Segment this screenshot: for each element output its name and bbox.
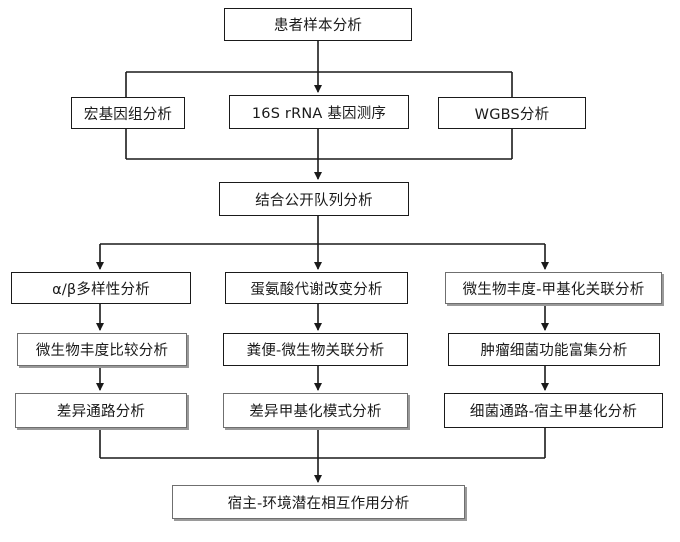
node-public-cohort-analysis: 结合公开队列分析 [219, 182, 409, 216]
node-metagenomic-analysis: 宏基因组分析 [71, 97, 185, 129]
node-bacterial-pathway-host-methylation: 细菌通路-宿主甲基化分析 [444, 393, 663, 428]
node-tumor-bacteria-function-enrichment: 肿瘤细菌功能富集分析 [448, 333, 660, 366]
node-patient-sample-analysis: 患者样本分析 [224, 8, 412, 41]
node-host-environment-interaction: 宿主-环境潜在相互作用分析 [172, 485, 465, 519]
node-wgbs-analysis: WGBS分析 [438, 97, 586, 129]
node-microbial-abundance-comparison: 微生物丰度比较分析 [17, 333, 187, 366]
node-microbe-methylation-association: 微生物丰度-甲基化关联分析 [445, 272, 662, 304]
node-differential-pathway-analysis: 差异通路分析 [15, 393, 187, 428]
node-methionine-metabolism-analysis: 蛋氨酸代谢改变分析 [225, 272, 408, 304]
node-differential-methylation-pattern: 差异甲基化模式分析 [223, 393, 408, 428]
node-16s-rrna-sequencing: 16S rRNA 基因测序 [229, 95, 409, 129]
node-alpha-beta-diversity-analysis: α/β多样性分析 [11, 272, 191, 304]
node-stool-microbe-association: 粪便-微生物关联分析 [223, 333, 408, 366]
